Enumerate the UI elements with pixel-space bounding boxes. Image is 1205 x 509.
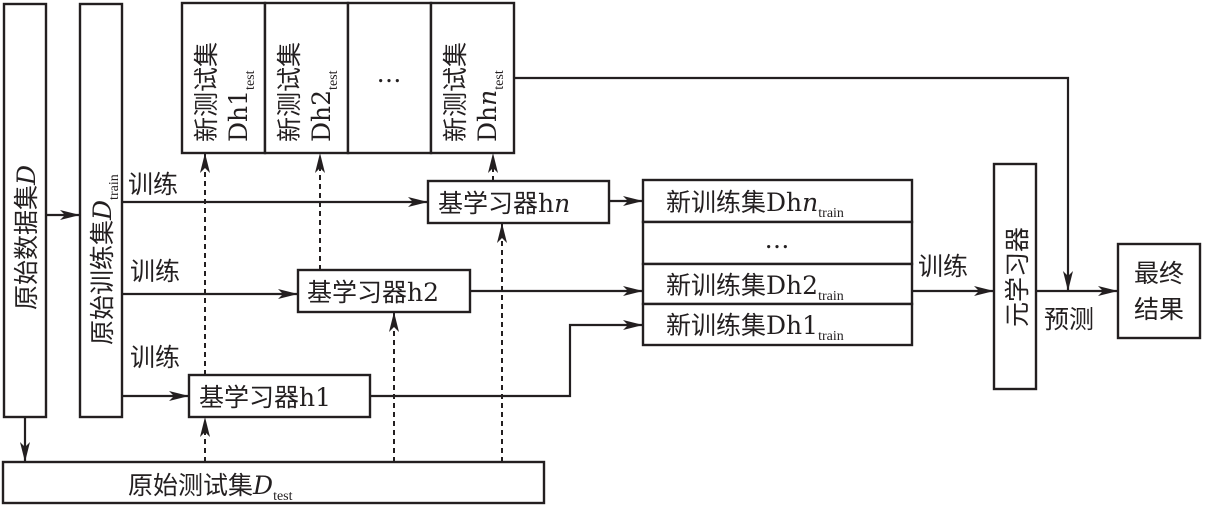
new-train-set-ellipsis: … [765, 225, 790, 254]
new-test-set-ellipsis-box [346, 1, 433, 155]
new-train-set-1-label: 新训练集Dh1train [666, 311, 844, 344]
new-train-set-ellipsis-box [641, 220, 914, 266]
svg-text:原始测试集Dtest: 原始测试集Dtest [128, 471, 293, 504]
new-test-set-ellipsis: … [377, 59, 402, 88]
original-dataset-label: 原始数据集 [12, 185, 41, 310]
svg-text:最终: 最终 [1134, 259, 1184, 288]
svg-text:原始训练集Dtrain: 原始训练集Dtrain [88, 174, 122, 345]
original-dataset-box: 原始数据集D [2, 2, 48, 419]
svg-text:原始数据集D: 原始数据集D [12, 165, 41, 310]
arrow-learner-1-to-trainset-1 [370, 320, 643, 398]
new-train-set-n-label: 新训练集Dhntrain [666, 188, 844, 221]
arrow-testsets-to-predict [514, 76, 1073, 291]
svg-text:基学习器h2: 基学习器h2 [307, 278, 439, 307]
base-learner-n-box: 基学习器hn [426, 179, 611, 225]
meta-learner-box: 元学习器 [992, 162, 1038, 391]
original-train-set-box: 原始训练集Dtrain [78, 2, 124, 419]
edge-label-train-2: 训练 [130, 257, 180, 286]
original-dataset-var: D [12, 165, 41, 186]
new-test-sets-group: 新测试集 Dh1test 新测试集 Dh2test … 新测试集 Dhntest [180, 1, 516, 155]
new-test-set-n-label: 新测试集 [441, 42, 470, 142]
new-test-set-1-box [180, 1, 267, 155]
original-train-set-var: D [88, 200, 117, 221]
new-test-set-1-name: Dh1test [224, 70, 258, 142]
new-train-set-2-label: 新训练集Dh2train [666, 271, 844, 304]
new-test-set-n-box [429, 1, 516, 155]
original-train-set-sub: train [107, 174, 122, 200]
svg-text:元学习器: 元学习器 [1003, 227, 1032, 327]
original-train-set-label: 原始训练集 [88, 220, 117, 345]
base-learner-1-box: 基学习器h1 [187, 373, 372, 419]
svg-text:基学习器hn: 基学习器hn [438, 189, 570, 218]
svg-text:结果: 结果 [1134, 295, 1184, 324]
new-test-set-2-name: Dh2test [307, 70, 341, 142]
new-train-sets-group: 新训练集Dhntrain … 新训练集Dh2train 新训练集Dh1train [641, 178, 914, 347]
base-learner-2-box: 基学习器h2 [296, 268, 472, 314]
final-result-box: 最终 结果 [1116, 242, 1202, 340]
new-train-set-2-box [641, 262, 914, 306]
new-test-set-2-label: 新测试集 [275, 42, 304, 142]
edge-label-train-1: 训练 [130, 343, 180, 372]
edge-label-train-n: 训练 [128, 170, 178, 199]
new-test-set-n-name: Dhntest [473, 70, 507, 142]
edge-label-predict: 预测 [1044, 305, 1094, 334]
original-test-set-box: 原始测试集Dtest [1, 460, 546, 505]
svg-text:基学习器h1: 基学习器h1 [199, 383, 331, 412]
new-test-set-1-label: 新测试集 [192, 42, 221, 142]
edge-label-train-meta: 训练 [918, 252, 968, 281]
